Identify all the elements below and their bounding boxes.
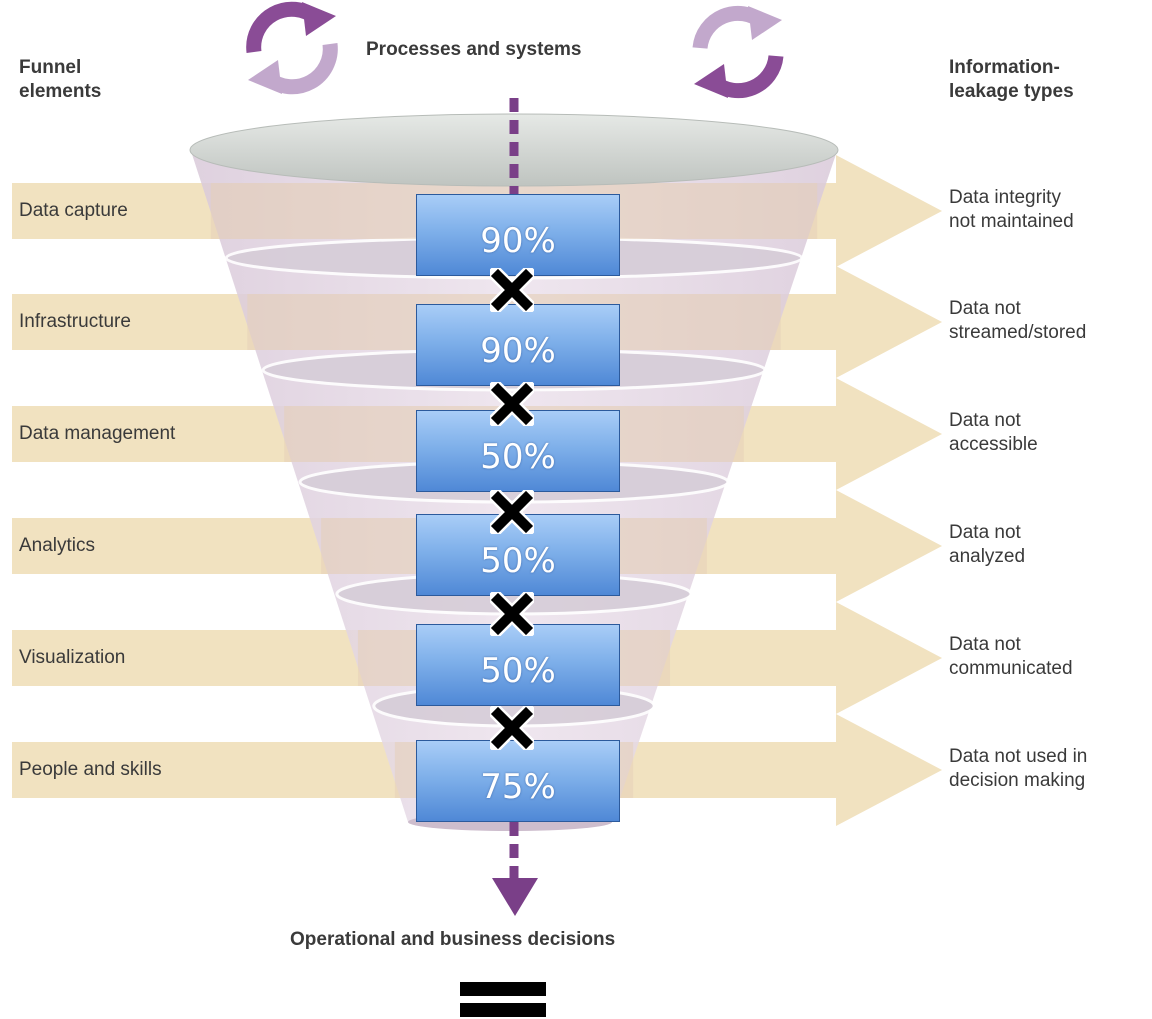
cycle-icon-right: [692, 5, 784, 99]
percent-box-people-skills: 75%: [416, 740, 620, 822]
percent-box-infrastructure: 90%: [416, 304, 620, 386]
element-label-analytics: Analytics: [19, 535, 96, 556]
element-label-infrastructure: Infrastructure: [19, 311, 131, 332]
decisions-label: Operational and business decisions: [290, 929, 616, 950]
multiply-icon: [490, 268, 534, 312]
multiply-icon: [490, 592, 534, 636]
percent-box-visualization: 50%: [416, 624, 620, 706]
cycle-icon-left: [246, 1, 338, 95]
multiply-icon: [490, 382, 534, 426]
funnel-elements-header: Funnel elements: [19, 57, 102, 102]
element-label-data-management: Data management: [19, 423, 176, 444]
leakage-types-header: Information- leakage types: [949, 57, 1074, 102]
element-label-visualization: Visualization: [19, 647, 126, 668]
multiply-icon: [490, 490, 534, 534]
percent-box-data-capture: 90%: [416, 194, 620, 276]
element-label-people-skills: People and skills: [19, 759, 162, 780]
equals-sign: [460, 982, 546, 1017]
flow-arrow-down: [492, 878, 538, 916]
multiply-icon: [490, 706, 534, 750]
processes-header: Processes and systems: [366, 39, 582, 60]
percent-box-data-management: 50%: [416, 410, 620, 492]
element-label-data-capture: Data capture: [19, 200, 128, 221]
